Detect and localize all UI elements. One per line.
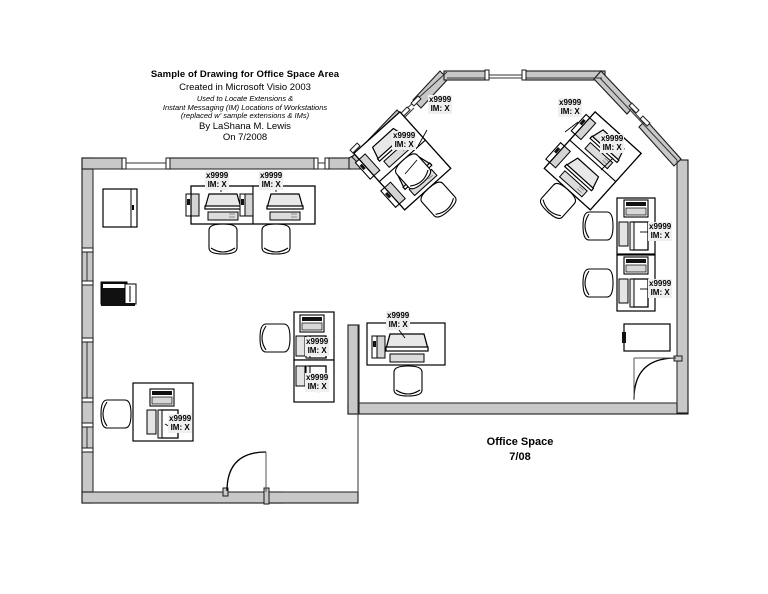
drawing-title: Sample of Drawing for Office Space Area (150, 69, 340, 80)
window-west-3 (81, 422, 94, 453)
extension-label: x9999 (206, 171, 229, 180)
callout-ws-center-upper[interactable]: x9999 IM: X (305, 337, 330, 356)
extension-label: x9999 (649, 222, 672, 231)
callout-ws-east-upper[interactable]: x9999 IM: X (648, 222, 673, 241)
wall-south-east-seg (267, 491, 359, 504)
window-west-2 (81, 337, 94, 403)
window-north-1 (121, 157, 171, 170)
extension-label: x9999 (306, 337, 329, 346)
callout-ws-center-lower[interactable]: x9999 IM: X (305, 373, 330, 392)
callout-ws-bay-right-lower[interactable]: x9999 IM: X (600, 134, 625, 153)
drawing-author: By LaShana M. Lewis (199, 121, 291, 133)
inner-line-bay-nw (403, 71, 448, 112)
table-east (622, 323, 671, 352)
desk-group-bay-left-outline (352, 111, 452, 211)
im-label: IM: X (207, 180, 227, 190)
im-label: IM: X (430, 104, 450, 114)
wall-north-seg-2 (167, 157, 317, 170)
im-label: IM: X (394, 140, 414, 150)
callout-ws-center-right[interactable]: x9999 IM: X (386, 311, 411, 330)
im-label: IM: X (261, 180, 281, 190)
workstation-center-right[interactable] (366, 322, 446, 397)
window-bay-corner-sw (349, 142, 361, 154)
callout-ws-southwest[interactable]: x9999 IM: X (168, 414, 193, 433)
callout-ws-nw-2[interactable]: x9999 IM: X (259, 171, 284, 190)
plan-caption-date: 7/08 (509, 450, 531, 463)
door-east (633, 355, 683, 400)
title-block: Sample of Drawing for Office Space Area … (150, 69, 340, 144)
plan-caption-title: Office Space (486, 436, 554, 448)
workstation-east-lower[interactable] (582, 254, 656, 312)
desk-group-nw-outline (190, 185, 316, 225)
wall-south-main (347, 402, 689, 415)
wall-south-west-seg (81, 491, 283, 504)
callout-ws-bay-left-lower[interactable]: x9999 IM: X (428, 95, 453, 114)
wall-east (676, 159, 689, 414)
drawing-note-1: Used to Locate Extensions & (196, 94, 294, 104)
fixtures (100, 188, 671, 352)
callout-ws-bay-left-upper[interactable]: x9999 IM: X (392, 131, 417, 150)
extension-label: x9999 (306, 373, 329, 382)
window-bay-north (484, 69, 527, 81)
im-label: IM: X (307, 382, 327, 392)
workstation-east-upper[interactable] (582, 197, 656, 255)
im-label: IM: X (307, 346, 327, 356)
im-label: IM: X (650, 288, 670, 298)
drawing-note-2: Instant Messaging (IM) Locations of Work… (162, 102, 328, 112)
wall-bay-north-2 (524, 70, 606, 81)
cabinet-nw (102, 188, 138, 228)
callout-ws-east-lower[interactable]: x9999 IM: X (648, 279, 673, 298)
desk-group-bay-right-outline (543, 111, 643, 211)
printer-west (100, 281, 137, 306)
extension-label: x9999 (429, 95, 452, 104)
im-label: IM: X (602, 143, 622, 153)
wall-north-seg-1 (81, 157, 125, 170)
window-bay-ne (628, 102, 651, 127)
extension-label: x9999 (393, 131, 416, 140)
drawing-note-3: (replaced w' sample extensions & IMs) (180, 111, 310, 121)
im-label: IM: X (170, 423, 190, 433)
wall-bay-diag-ne-2 (638, 119, 682, 167)
extension-label: x9999 (169, 414, 192, 423)
im-label: IM: X (560, 107, 580, 117)
drawing-subtitle: Created in Microsoft Visio 2003 (179, 81, 311, 93)
extension-label: x9999 (559, 98, 582, 107)
callout-ws-bay-right-upper[interactable]: x9999 IM: X (558, 98, 583, 117)
drawing-date: On 7/2008 (222, 132, 268, 144)
door-south (222, 451, 270, 505)
extension-label: x9999 (649, 279, 672, 288)
window-bay-sw (399, 95, 422, 118)
extension-label: x9999 (387, 311, 410, 320)
wall-bay-north-1 (443, 70, 487, 81)
window-north-2 (313, 157, 330, 170)
callout-ws-nw-1[interactable]: x9999 IM: X (205, 171, 230, 190)
im-label: IM: X (388, 320, 408, 330)
wall-north-seg-3 (326, 157, 352, 170)
extension-label: x9999 (601, 134, 624, 143)
window-west-1 (81, 247, 94, 286)
inner-line-bay-ne (599, 77, 678, 161)
im-label: IM: X (650, 231, 670, 241)
plan-caption: Office Space 7/08 (455, 435, 585, 465)
extension-label: x9999 (260, 171, 283, 180)
wall-center-partition (347, 324, 360, 415)
